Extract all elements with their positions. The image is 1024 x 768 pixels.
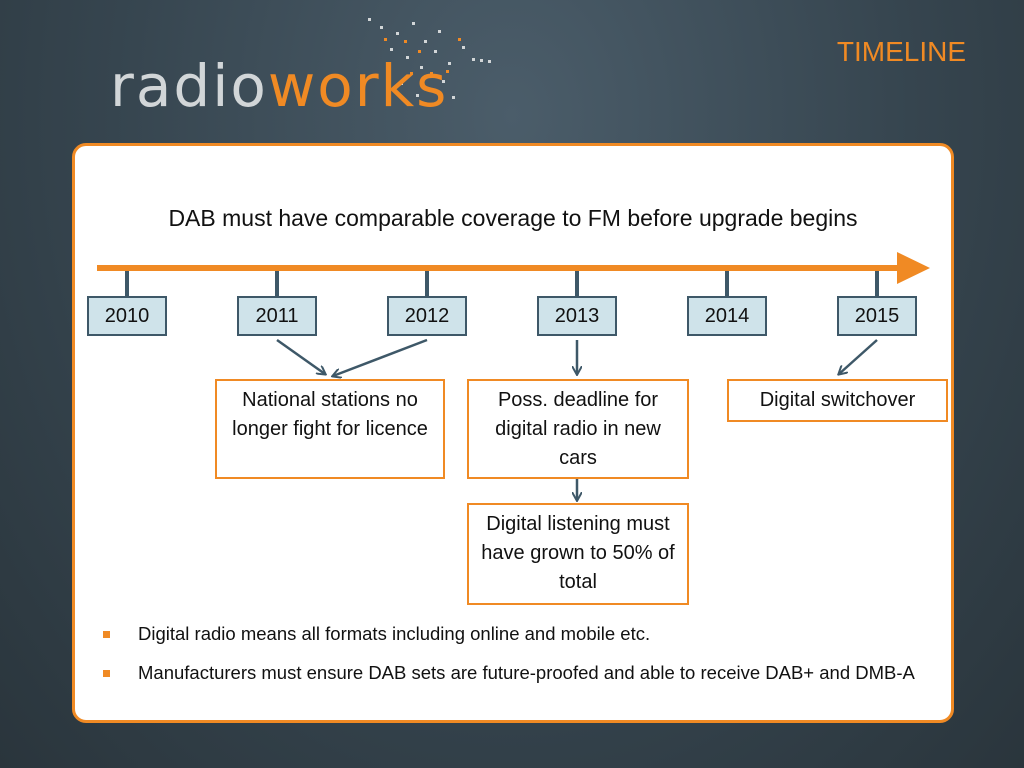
- logo-wordmark: radioworks: [110, 56, 448, 116]
- year-2012: 2012: [387, 296, 467, 336]
- bullet-square-icon: [103, 670, 110, 677]
- event-digital-switchover: Digital switchover: [727, 379, 948, 422]
- year-2010: 2010: [87, 296, 167, 336]
- year-2011: 2011: [237, 296, 317, 336]
- content-panel: DAB must have comparable coverage to FM …: [72, 143, 954, 723]
- connector-2011: [276, 338, 325, 374]
- year-2013: 2013: [537, 296, 617, 336]
- timeline-graphics: [97, 252, 930, 720]
- logo-text-works: works: [267, 52, 449, 120]
- year-2015: 2015: [837, 296, 917, 336]
- bullet-list: Digital radio means all formats includin…: [101, 622, 921, 700]
- year-2014: 2014: [687, 296, 767, 336]
- radioworks-logo: radioworks: [100, 10, 500, 120]
- event-digital-radio-cars: Poss. deadline for digital radio in new …: [467, 379, 689, 479]
- event-digital-listening: Digital listening must have grown to 50%…: [467, 503, 689, 605]
- logo-dots-graphic: [368, 18, 491, 105]
- slide-title: TIMELINE: [836, 36, 966, 67]
- timeline-ticks: [125, 271, 879, 296]
- bullet-item: Digital radio means all formats includin…: [101, 622, 921, 646]
- timeline-heading: DAB must have comparable coverage to FM …: [168, 205, 858, 231]
- bullet-text: Digital radio means all formats includin…: [138, 623, 651, 644]
- connector-2015: [839, 339, 878, 374]
- timeline-arrow: [97, 252, 930, 284]
- logo-text-radio: radio: [110, 52, 268, 120]
- bullet-square-icon: [103, 631, 110, 638]
- event-national-stations: National stations no longer fight for li…: [215, 379, 445, 479]
- bullet-text: Manufacturers must ensure DAB sets are f…: [138, 662, 915, 683]
- connector-2012: [333, 338, 428, 376]
- bullet-item: Manufacturers must ensure DAB sets are f…: [101, 661, 921, 685]
